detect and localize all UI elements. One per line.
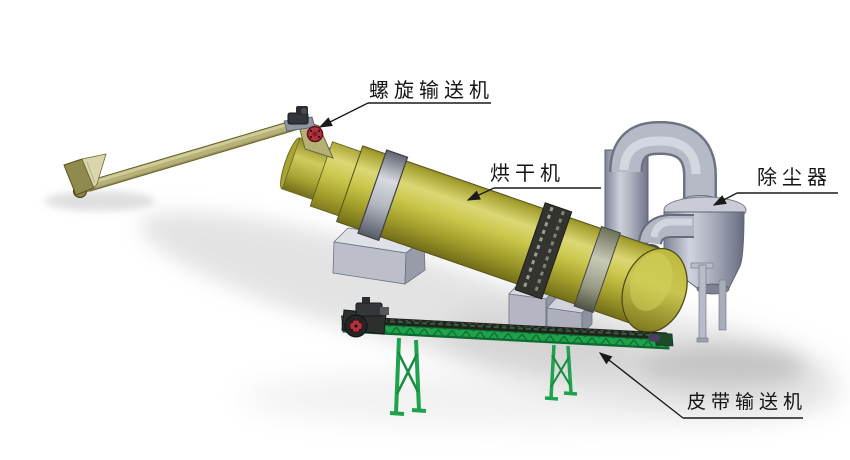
duct-highlight bbox=[619, 136, 701, 175]
cyclone-legs bbox=[690, 262, 727, 343]
label-dryer: 烘干机 bbox=[490, 163, 565, 185]
tail-end bbox=[648, 332, 674, 347]
belt-conveyor bbox=[341, 297, 674, 416]
conveyor-legs bbox=[389, 337, 578, 416]
annotation-lines bbox=[318, 102, 838, 419]
riding-ring bbox=[357, 149, 409, 242]
leader-dryer bbox=[466, 187, 495, 201]
head-pulley-assembly bbox=[341, 297, 389, 338]
conveyor-motor bbox=[355, 302, 383, 317]
red-handwheel bbox=[306, 125, 324, 143]
screw-conveyor bbox=[63, 118, 305, 199]
feed-chute-assembly bbox=[283, 106, 334, 159]
label-dust-collector: 除尘器 bbox=[757, 167, 832, 189]
feed-hopper bbox=[63, 153, 107, 199]
leader-screw-conveyor bbox=[318, 102, 369, 128]
end-band bbox=[573, 225, 622, 314]
label-screw-conveyor: 螺旋输送机 bbox=[369, 80, 494, 102]
rotary-dryer-drum bbox=[280, 137, 688, 333]
label-belt-conveyor: 皮带输送机 bbox=[687, 392, 808, 413]
leader-belt-conveyor bbox=[598, 352, 684, 419]
leader-dust-collector bbox=[712, 192, 738, 206]
